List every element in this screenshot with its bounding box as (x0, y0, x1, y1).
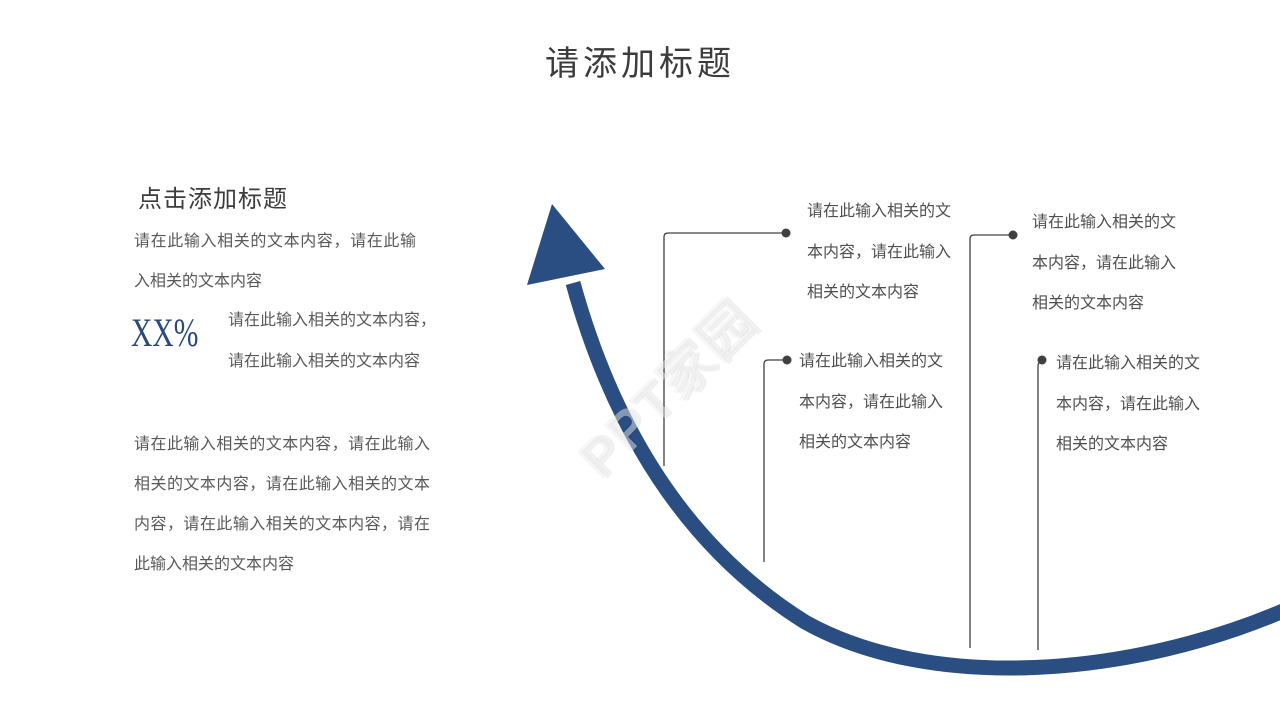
connector-dot-2 (1008, 230, 1018, 240)
connector-line-1 (663, 232, 786, 466)
stat-caption-line1: 请在此输入相关的文本内容， (228, 312, 437, 329)
curved-arrow-shaft (565, 281, 1280, 676)
connector-line-3 (763, 359, 787, 562)
stat-value: XX% (131, 310, 199, 355)
callout-text-mid-left: 请在此输入相关的文本内容，请在此输入相关的文本内容 (799, 353, 944, 451)
connector-line-4 (1037, 360, 1043, 650)
section-heading: 点击添加标题 (138, 187, 288, 213)
arrow-head-icon (527, 204, 605, 285)
page-title: 请添加标题 (545, 46, 735, 83)
intro-text: 请在此输入相关的文本内容，请在此输入相关的文本内容 (134, 233, 416, 290)
body-paragraph: 请在此输入相关的文本内容，请在此输入相关的文本内容，请在此输入相关的文本内容，请… (134, 436, 430, 573)
connector-dot-1 (781, 228, 791, 238)
callout-text-top-right: 请在此输入相关的文本内容，请在此输入相关的文本内容 (1032, 214, 1177, 312)
callout-text-mid-right: 请在此输入相关的文本内容，请在此输入相关的文本内容 (1056, 355, 1201, 453)
connector-dot-4 (1037, 355, 1047, 365)
connector-dot-3 (782, 355, 792, 365)
stat-caption-line2: 请在此输入相关的文本内容 (228, 353, 421, 370)
callout-text-top-left: 请在此输入相关的文本内容，请在此输入相关的文本内容 (807, 203, 952, 301)
connector-line-2 (969, 234, 1013, 648)
stat-caption: 请在此输入相关的文本内容， 请在此输入相关的文本内容 (228, 300, 468, 382)
